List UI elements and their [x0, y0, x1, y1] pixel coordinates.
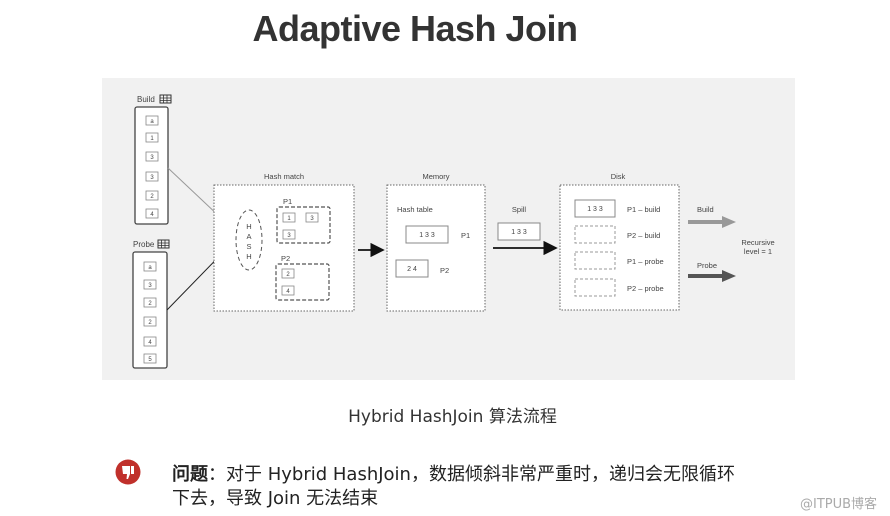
p2-partition: [275, 263, 330, 301]
cell-value: 3: [310, 216, 314, 222]
row-cell: [145, 132, 159, 143]
row-cell: [143, 353, 157, 364]
build-table-label: Build: [137, 95, 155, 104]
disk-p2-probe-block: [574, 278, 616, 297]
slide-title: Adaptive Hash Join: [252, 8, 578, 49]
spill-label: Spill: [512, 205, 527, 214]
row-cell: [281, 268, 295, 279]
hash-letter: H: [246, 252, 251, 261]
disk-row-label: P2 – probe: [627, 284, 664, 293]
row-cell: [145, 208, 159, 219]
row-cell: [143, 297, 157, 308]
spill-values: 1 3 3: [511, 229, 527, 236]
probe-output-arrow: [688, 270, 736, 282]
disk-p1-probe-block: [574, 251, 616, 270]
cell-value: 2: [150, 194, 154, 200]
build-output-arrow: [688, 216, 736, 228]
cell-value: 1: [287, 216, 291, 222]
hash-letter: A: [246, 232, 251, 241]
p1-label: P1: [283, 197, 292, 206]
row-cell: [143, 279, 157, 290]
cell-value: 4: [286, 289, 290, 295]
memory-p1-values: 1 3 3: [419, 232, 435, 239]
table-icon: [157, 239, 170, 249]
cell-value: 2: [286, 272, 290, 278]
cell-value: 4: [148, 340, 152, 346]
p2-label: P2: [281, 254, 290, 263]
row-cell: [143, 316, 157, 327]
output-build-label: Build: [697, 205, 714, 214]
memory-p2-label: P2: [440, 266, 449, 275]
thumbs-down-icon: [115, 459, 141, 485]
cell-value: 3: [150, 155, 154, 161]
memory-p1-block: [405, 225, 449, 244]
row-cell: [282, 212, 296, 223]
probe-table-label: Probe: [133, 240, 155, 249]
row-cell: [145, 190, 159, 201]
cell-value: 3: [148, 283, 152, 289]
output-probe-label: Probe: [697, 261, 717, 270]
memory-p2-block: [395, 259, 429, 278]
hash-function: [235, 209, 263, 271]
memory-label: Memory: [422, 172, 449, 181]
disk-p1-build-block: [574, 199, 616, 218]
recursive-level: level = 1: [744, 247, 772, 256]
cell-value: 1: [150, 136, 154, 142]
memory-box: [386, 184, 486, 312]
table-icon: [159, 94, 172, 104]
row-cell: [282, 229, 296, 240]
disk-row-label: P1 – probe: [627, 257, 664, 266]
recursive-label: Recursive: [741, 238, 774, 247]
diagram-caption: Hybrid HashJoin 算法流程: [348, 407, 557, 427]
cell-value: 3: [287, 233, 291, 239]
row-cell: [143, 336, 157, 347]
row-cell: [145, 151, 159, 162]
hash-letter: H: [246, 222, 251, 231]
hash-match-label: Hash match: [264, 172, 304, 181]
row-cell: [145, 171, 159, 182]
p1-partition: [276, 206, 331, 244]
spill-block: [497, 222, 541, 241]
cell-value: 5: [148, 357, 152, 363]
row-cell: [281, 285, 295, 296]
disk-p1-build-values: 1 3 3: [587, 206, 603, 213]
problem-line-1: 问题：对于 Hybrid HashJoin，数据倾斜非常严重时，递归会无限循环: [172, 460, 735, 486]
build-table: [134, 106, 169, 225]
cell-value: a: [150, 119, 154, 125]
row-cell: [143, 261, 157, 272]
memory-p1-label: P1: [461, 231, 470, 240]
cell-value: 2: [148, 320, 152, 326]
hash-letter: S: [246, 242, 251, 251]
watermark: @ITPUB博客: [800, 497, 878, 512]
row-cell: [145, 115, 159, 126]
disk-row-label: P2 – build: [627, 231, 660, 240]
disk-label: Disk: [611, 172, 626, 181]
problem-line-2: 下去，导致 Join 无法结束: [172, 488, 379, 509]
disk-row-label: P1 – build: [627, 205, 660, 214]
cell-value: 3: [150, 175, 154, 181]
problem-label: 问题: [172, 464, 208, 485]
cell-value: 2: [148, 301, 152, 307]
row-cell: [305, 212, 319, 223]
memory-p2-values: 2 4: [407, 266, 417, 273]
disk-p2-build-block: [574, 225, 616, 244]
hash-table-label: Hash table: [397, 205, 433, 214]
cell-value: a: [148, 265, 152, 271]
cell-value: 4: [150, 212, 154, 218]
problem-text: ：对于 Hybrid HashJoin，数据倾斜非常严重时，递归会无限循环: [208, 464, 735, 485]
